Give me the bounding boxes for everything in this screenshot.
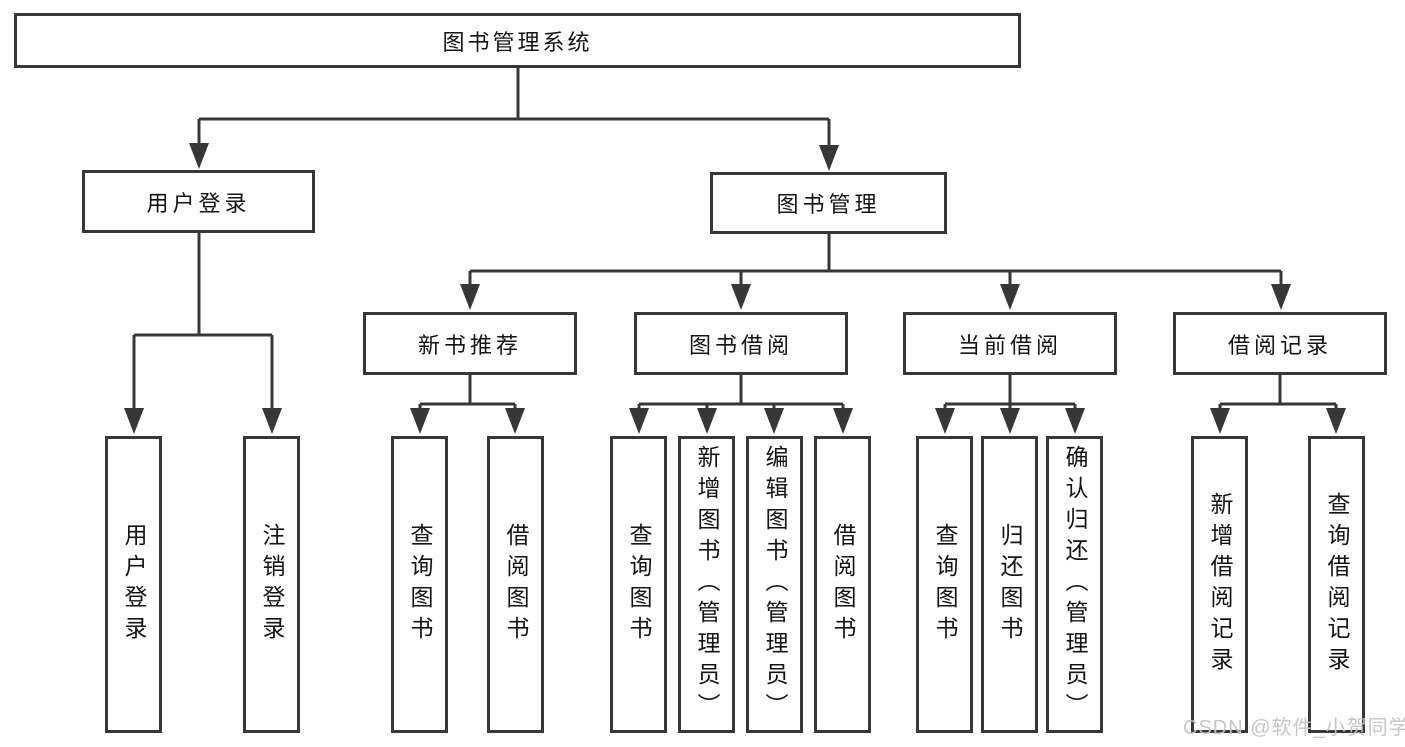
leaf-query-book-newrec-label: 查询图书 — [407, 522, 433, 647]
connector-root-to-level2 — [197, 68, 831, 149]
leaf-query-book-newrec: 查询图书 — [391, 436, 448, 733]
arrowhead-book-borrow — [731, 284, 751, 310]
arrowhead-leaf-borrow-book-2 — [833, 408, 853, 434]
leaf-add-borrow-record-label: 新增借阅记录 — [1207, 491, 1233, 678]
leaf-query-borrow-record-label: 查询借阅记录 — [1324, 491, 1350, 678]
arrowhead-leaf-query-book-2 — [629, 408, 649, 434]
arrowhead-leaf-add-record — [1210, 408, 1230, 434]
leaf-query-book-current-label: 查询图书 — [932, 522, 958, 647]
node-book-management-label: 图书管理 — [776, 192, 881, 217]
arrowhead-new-book-recommend — [460, 284, 480, 310]
leaf-edit-book-admin: 编辑图书（管理员） — [746, 436, 803, 733]
arrowhead-leaf-borrow-book-1 — [505, 408, 525, 434]
leaf-edit-book-admin-label: 编辑图书（管理员） — [762, 445, 788, 724]
leaf-query-book-borrow-label: 查询图书 — [626, 522, 652, 647]
leaf-user-login-label: 用户登录 — [121, 522, 147, 647]
node-current-borrow: 当前借阅 — [903, 312, 1117, 375]
leaf-query-book-current: 查询图书 — [916, 436, 973, 733]
arrowhead-leaf-confirm-return — [1065, 408, 1085, 434]
node-book-borrow: 图书借阅 — [634, 312, 848, 375]
arrowhead-user-login — [189, 143, 209, 169]
connector-user-login-children — [132, 233, 274, 412]
node-book-borrow-label: 图书借阅 — [688, 332, 793, 358]
arrowhead-book-management — [819, 145, 839, 171]
node-root-label: 图书管理系统 — [442, 29, 593, 55]
node-current-borrow-label: 当前借阅 — [957, 332, 1062, 358]
leaf-borrow-book-label: 借阅图书 — [830, 522, 856, 647]
node-user-login: 用户登录 — [82, 170, 315, 233]
node-new-book-recommend-label: 新书推荐 — [417, 332, 522, 358]
node-user-login-label: 用户登录 — [146, 190, 251, 216]
arrowhead-leaf-add-book — [697, 408, 717, 434]
leaf-user-login: 用户登录 — [105, 436, 162, 733]
leaf-add-borrow-record: 新增借阅记录 — [1191, 436, 1248, 733]
leaf-borrow-book-newrec: 借阅图书 — [487, 436, 544, 733]
arrowhead-leaf-query-record — [1326, 408, 1346, 434]
connector-borrow-records-children — [1218, 375, 1338, 412]
leaf-logout: 注销登录 — [243, 436, 300, 733]
arrowhead-current-borrow — [1000, 284, 1020, 310]
connector-current-borrow-children — [943, 375, 1077, 412]
arrowhead-leaf-user-login — [124, 408, 144, 434]
leaf-confirm-return-admin-label: 确认归还（管理员） — [1062, 445, 1088, 724]
arrowhead-leaf-return-book — [1000, 408, 1020, 434]
leaf-return-book: 归还图书 — [981, 436, 1038, 733]
connector-book-borrow-children — [637, 375, 845, 412]
node-root: 图书管理系统 — [14, 13, 1021, 68]
leaf-confirm-return-admin: 确认归还（管理员） — [1046, 436, 1103, 733]
arrowhead-leaf-edit-book — [764, 408, 784, 434]
arrowhead-leaf-logout — [262, 408, 282, 434]
node-borrow-records: 借阅记录 — [1173, 312, 1387, 375]
arrowhead-leaf-query-book-1 — [410, 408, 430, 434]
leaf-query-borrow-record: 查询借阅记录 — [1308, 436, 1365, 733]
watermark-text: CSDN @软件_小贺同学 — [1183, 717, 1405, 739]
leaf-borrow-book: 借阅图书 — [814, 436, 871, 733]
node-borrow-records-label: 借阅记录 — [1227, 332, 1332, 358]
leaf-query-book-borrow: 查询图书 — [610, 436, 667, 733]
leaf-add-book-admin: 新增图书（管理员） — [678, 436, 735, 733]
leaf-return-book-label: 归还图书 — [997, 522, 1023, 647]
arrowhead-leaf-query-book-3 — [935, 408, 955, 434]
connector-new-book-recommend-children — [418, 375, 517, 412]
leaf-logout-label: 注销登录 — [259, 522, 285, 647]
leaf-add-book-admin-label: 新增图书（管理员） — [694, 445, 720, 724]
connector-book-management-children — [468, 234, 1283, 288]
leaf-borrow-book-newrec-label: 借阅图书 — [503, 522, 529, 647]
node-book-management: 图书管理 — [710, 172, 947, 234]
node-new-book-recommend: 新书推荐 — [363, 312, 577, 375]
arrowhead-borrow-records — [1271, 284, 1291, 310]
